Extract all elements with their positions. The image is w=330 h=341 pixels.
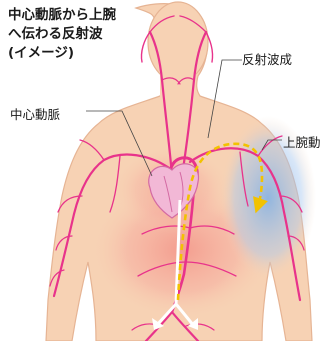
diagram-title: 中心動脈から上腕 へ伝わる反射波 (イメージ) (8, 6, 140, 63)
label-reflection-site: 反射波成 (242, 49, 292, 68)
label-central-aorta: 中心動脈 (10, 104, 60, 123)
title-line-3: (イメージ) (8, 44, 140, 63)
title-line-1: 中心動脈から上腕 (8, 6, 140, 25)
neck (160, 72, 196, 100)
label-brachial-artery: 上腕動 (283, 132, 321, 151)
title-line-2: へ伝わる反射波 (8, 25, 140, 44)
head (148, 2, 208, 82)
